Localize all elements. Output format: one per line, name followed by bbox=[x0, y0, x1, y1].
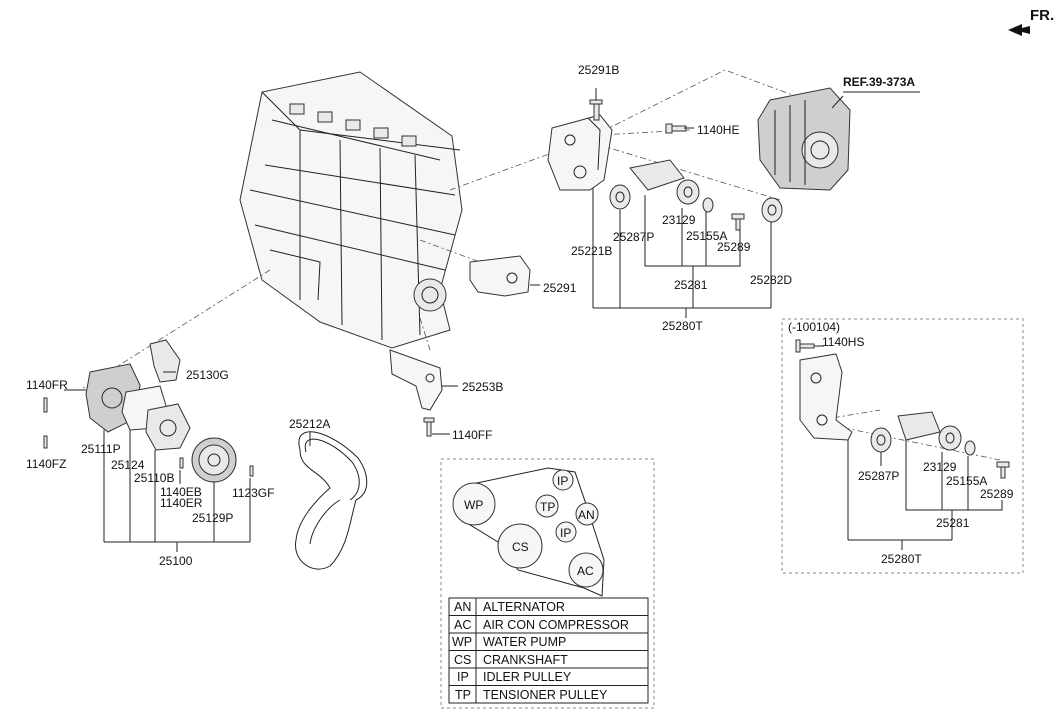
top-assembly-callout-lines bbox=[592, 88, 772, 318]
pulley-label-wp: WP bbox=[464, 498, 483, 512]
legend-name-ip: IDLER PULLEY bbox=[483, 670, 572, 684]
label-25289-top: 25289 bbox=[717, 240, 751, 254]
legend-name-wp: WATER PUMP bbox=[483, 635, 566, 649]
legend-name-cs: CRANKSHAFT bbox=[483, 653, 568, 667]
label-1140FZ: 1140FZ bbox=[26, 457, 66, 471]
label-25280T-box: 25280T bbox=[881, 552, 922, 566]
pulley-label-ip-lower: IP bbox=[560, 526, 571, 540]
label-25287P-top: 25287P bbox=[613, 230, 654, 244]
label-25291B: 25291B bbox=[578, 63, 619, 77]
part-number-labels: 25291B 1140HE 23129 25155A 25287P 25221B… bbox=[26, 63, 1014, 568]
label-23129-box: 23129 bbox=[923, 460, 957, 474]
label-25124: 25124 bbox=[111, 458, 145, 472]
legend-name-ac: AIR CON COMPRESSOR bbox=[483, 618, 629, 632]
water-pump-assembly bbox=[43, 339, 254, 483]
legend-code-tp: TP bbox=[455, 688, 471, 702]
water-pump-callout-lines bbox=[64, 371, 251, 552]
label-25253B: 25253B bbox=[462, 380, 503, 394]
label-25280T-top: 25280T bbox=[662, 319, 703, 333]
belt-routing-panel: WP IP TP AN CS IP AC AN ALTERNATOR AC AI… bbox=[440, 458, 655, 709]
variant-label: (-100104) bbox=[788, 320, 840, 334]
leader-lines bbox=[79, 69, 1001, 461]
legend-code-ip: IP bbox=[457, 670, 469, 684]
label-1140EB: 1140EB bbox=[160, 485, 202, 499]
label-25281-top: 25281 bbox=[674, 278, 708, 292]
label-25100: 25100 bbox=[159, 554, 193, 568]
label-25110B: 25110B bbox=[134, 471, 174, 485]
label-25129P: 25129P bbox=[192, 511, 233, 525]
reference-label: REF.39-373A bbox=[843, 75, 915, 89]
legend-code-an: AN bbox=[454, 600, 471, 614]
legend-name-an: ALTERNATOR bbox=[483, 600, 565, 614]
label-1140FR: 1140FR bbox=[26, 378, 68, 392]
label-1123GF: 1123GF bbox=[232, 486, 274, 500]
front-direction-indicator: FR. bbox=[1008, 7, 1054, 36]
pulley-label-ip-upper: IP bbox=[557, 474, 568, 488]
bracket-25291 bbox=[469, 255, 540, 297]
label-25155A-box: 25155A bbox=[946, 474, 987, 488]
legend-name-tp: TENSIONER PULLEY bbox=[483, 688, 608, 702]
label-25221B: 25221B bbox=[571, 244, 612, 258]
legend-code-cs: CS bbox=[454, 653, 471, 667]
label-1140HS: 1140HS bbox=[822, 335, 864, 349]
label-25212A: 25212A bbox=[289, 417, 330, 431]
front-arrow-icon bbox=[1008, 24, 1030, 36]
pulley-label-tp: TP bbox=[540, 500, 555, 514]
pulley-legend-table: AN ALTERNATOR AC AIR CON COMPRESSOR WP W… bbox=[448, 597, 649, 704]
label-25281-box: 25281 bbox=[936, 516, 970, 530]
drive-belt bbox=[295, 431, 368, 570]
tensioner-bracket-top bbox=[547, 99, 783, 231]
pulley-label-ac: AC bbox=[577, 564, 594, 578]
label-23129-top: 23129 bbox=[662, 213, 696, 227]
engine-block bbox=[239, 71, 463, 349]
label-1140HE: 1140HE bbox=[697, 123, 739, 137]
variant-panel: (-100104) bbox=[781, 318, 1024, 574]
pulley-label-an: AN bbox=[578, 508, 595, 522]
label-25289-box: 25289 bbox=[980, 487, 1014, 501]
alternator bbox=[757, 87, 920, 191]
label-25287P-box: 25287P bbox=[858, 469, 899, 483]
label-25111P: 25111P bbox=[81, 442, 121, 456]
front-direction-label: FR. bbox=[1030, 7, 1054, 24]
belt-routing-schematic bbox=[452, 467, 605, 597]
label-25130G: 25130G bbox=[186, 368, 229, 382]
label-25155A-top: 25155A bbox=[686, 229, 727, 243]
legend-code-ac: AC bbox=[454, 618, 471, 632]
label-25282D: 25282D bbox=[750, 273, 792, 287]
variant-callout-lines bbox=[814, 345, 1003, 550]
bracket-25253B bbox=[389, 349, 458, 437]
variant-tensioner-assembly bbox=[795, 339, 1010, 479]
label-1140FF: 1140FF bbox=[452, 428, 492, 442]
label-25291: 25291 bbox=[543, 281, 577, 295]
label-1140ER: 1140ER bbox=[160, 496, 203, 510]
legend-code-wp: WP bbox=[452, 635, 472, 649]
pulley-label-cs: CS bbox=[512, 540, 529, 554]
